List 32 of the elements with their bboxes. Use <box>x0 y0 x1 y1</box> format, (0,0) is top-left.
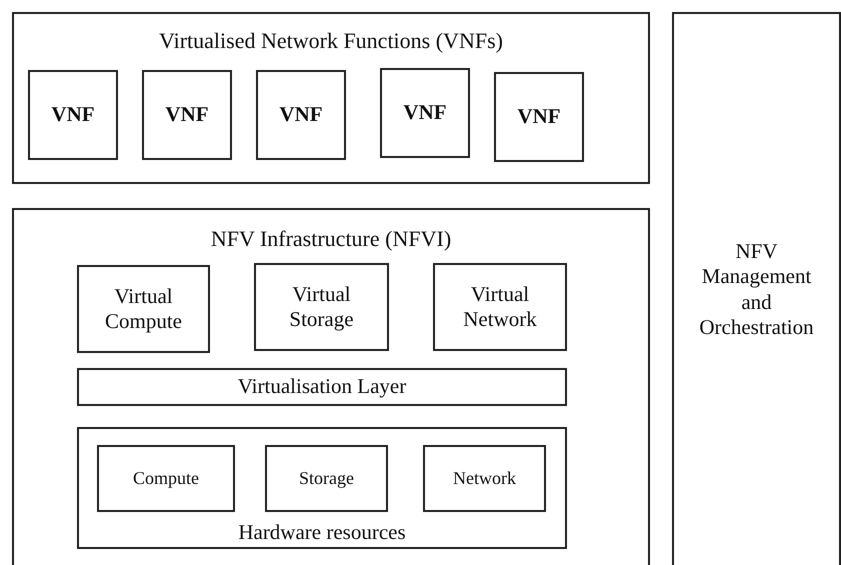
container-box <box>12 12 650 184</box>
group-title: Virtualised Network Functions (VNFs) <box>159 27 503 54</box>
box-label: Compute <box>132 468 200 490</box>
component-box <box>265 445 388 512</box>
box-label: NFV Management and Orchestration <box>698 239 815 340</box>
box-label: VNF <box>50 102 96 128</box>
component-box <box>28 70 118 160</box>
component-box <box>77 368 567 406</box>
box-label: Virtual Storage <box>288 282 355 332</box>
component-box <box>77 265 210 353</box>
component-box <box>142 70 232 160</box>
box-label: Virtual Network <box>462 282 538 332</box>
component-box <box>672 12 841 565</box>
group-title: NFV Infrastructure (NFVI) <box>210 225 452 252</box>
box-label: VNF <box>278 102 324 128</box>
component-box <box>433 263 567 351</box>
component-box <box>423 445 546 512</box>
box-label: Virtual Compute <box>104 284 183 334</box>
component-box <box>97 445 235 512</box>
container-box <box>12 208 650 565</box>
box-label: VNF <box>164 102 210 128</box>
component-box <box>256 70 346 160</box>
component-box <box>254 263 389 351</box>
box-label: Virtualisation Layer <box>236 374 408 400</box>
component-box <box>494 72 584 162</box>
component-box <box>380 68 470 158</box>
container-box <box>77 427 567 549</box>
box-label: Network <box>452 468 517 490</box>
box-label: Storage <box>298 468 355 490</box>
group-title: Hardware resources <box>238 520 406 546</box>
box-label: VNF <box>516 104 562 130</box>
box-label: VNF <box>402 100 448 126</box>
